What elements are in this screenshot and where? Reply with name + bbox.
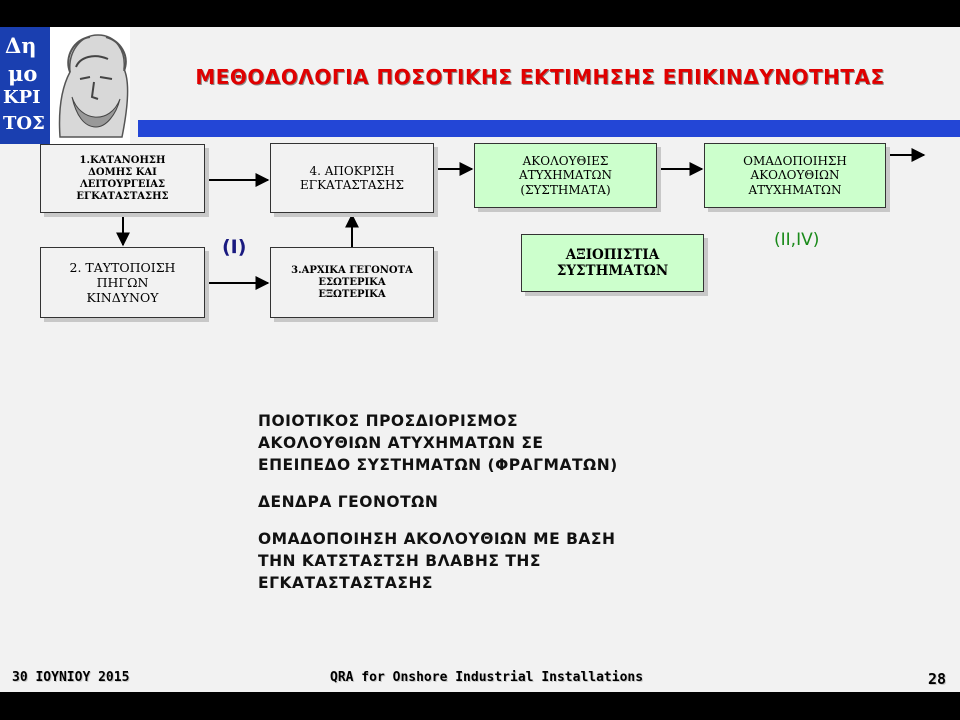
flow-arrows	[116, 148, 926, 290]
sequence-grouping-box: ΟΜΑΔΟΠΟΙΗΣΗ ΑΚΟΛΟΥΘΙΩΝ ΑΤΥΧΗΜΑΤΩΝ	[704, 143, 886, 208]
page-number: 28	[928, 670, 947, 688]
slide-title: ΜΕΘΟΔΟΛΟΓΙΑ ΠΟΣΟΤΙΚΗΣ ΕΚΤΙΜΗΣΗΣ ΕΠΙΚΙΝΔΥ…	[195, 65, 885, 89]
system-reliability-box: ΑΞΙΟΠΙΣΤΙΑ ΣΥΣΤΗΜΑΤΩΝ	[521, 234, 704, 292]
bust-illustration	[58, 34, 129, 138]
accident-sequences-box: ΑΚΟΛΟΥΘΙΕΣ ΑΤΥΧΗΜΑΤΩΝ (ΣΥΣΤΗΜΑΤΑ)	[474, 143, 657, 208]
tag-phase-ii-iv: (ΙΙ,ΙV)	[774, 230, 820, 250]
logo-letter-2: μο	[8, 61, 38, 86]
bullet-item-1: ΠΟΙΟΤΙΚΟΣ ΠΡΟΣΔΙΟΡΙΣΜΟΣ ΑΚΟΛΟΥΘΙΩΝ ΑΤΥΧΗ…	[258, 412, 618, 474]
logo-letter-1: Δη	[5, 33, 37, 58]
logo-letter-3: ΚΡΙ	[3, 87, 41, 108]
footer-title: QRA for Onshore Industrial Installations	[330, 670, 644, 685]
step-box-1: 1.ΚΑΤΑΝΟΗΣΗ ΔΟΜΗΣ ΚΑΙ ΛΕΙΤΟΥΡΓΕΙΑΣ ΕΓΚΑΤ…	[40, 144, 205, 213]
bullet-item-3: ΟΜΑΔΟΠΟΙΗΣΗ ΑΚΟΛΟΥΘΙΩΝ ΜΕ ΒΑΣΗ ΤΗΝ ΚΑΤΣΤ…	[258, 530, 616, 592]
title-underline-bar	[138, 120, 960, 137]
logo-letter-4: ΤΟΣ	[3, 113, 45, 134]
footer-date: 30 ΙΟΥΝΙΟΥ 2015	[12, 670, 130, 685]
tag-phase-i: (Ι)	[222, 236, 247, 258]
slide: Δη μο ΚΡΙ ΤΟΣ ΜΕΘΟΔΟΛΟΓΙΑ ΠΟΣΟΤΙΚΗΣ ΕΚΤΙ…	[0, 27, 960, 692]
step-box-4: 4. ΑΠΟΚΡΙΣΗ ΕΓΚΑΤΑΣΤΑΣΗΣ	[270, 143, 434, 213]
logo: Δη μο ΚΡΙ ΤΟΣ	[0, 27, 130, 144]
bullet-item-2: ΔΕΝΔΡΑ ΓΕΟΝΟΤΩΝ	[258, 493, 439, 511]
logo-letters: Δη μο ΚΡΙ ΤΟΣ	[0, 27, 50, 144]
bullet-list: ΠΟΙΟΤΙΚΟΣ ΠΡΟΣΔΙΟΡΙΣΜΟΣ ΑΚΟΛΟΥΘΙΩΝ ΑΤΥΧΗ…	[258, 410, 698, 609]
step-box-3: 3.ΑΡΧΙΚΑ ΓΕΓΟΝΟΤΑ ΕΣΩΤΕΡΙΚΑ ΕΞΩΤΕΡΙΚΑ	[270, 247, 434, 318]
step-box-2: 2. ΤΑΥΤΟΠΟΙΣΗ ΠΗΓΩΝ ΚΙΝΔΥΝΟΥ	[40, 247, 205, 318]
